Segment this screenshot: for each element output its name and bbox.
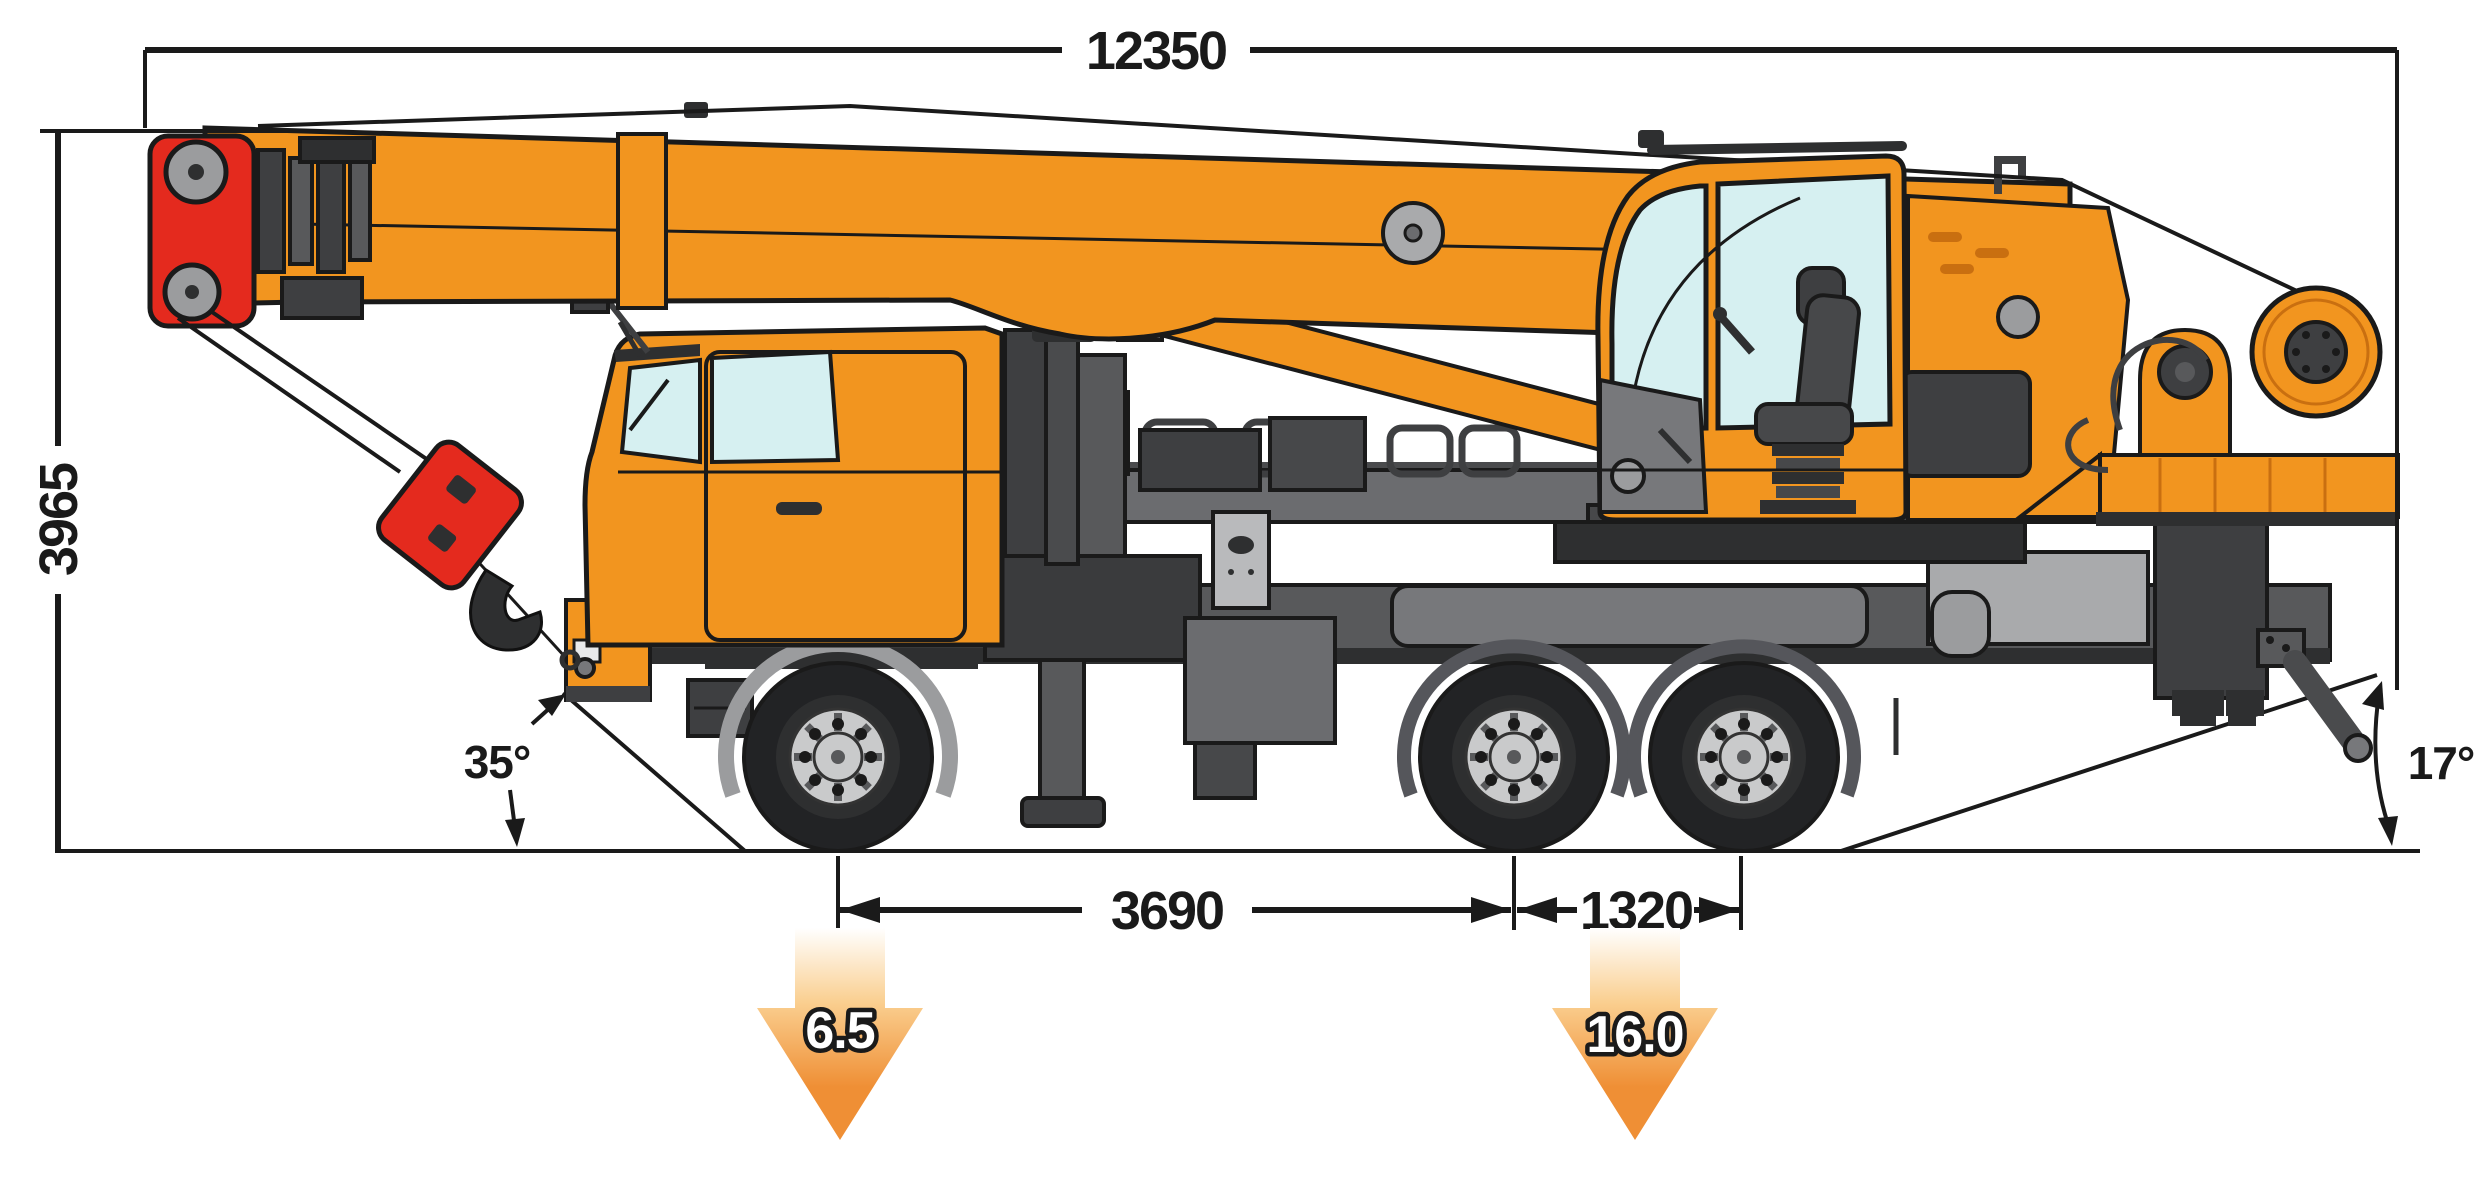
front-bumper: [564, 598, 652, 702]
front-wheel: [744, 663, 932, 851]
down-arrow-icon: [1552, 928, 1718, 1140]
dimension-overall-length: 12350: [143, 21, 2399, 690]
crane-cab: [1595, 130, 1909, 523]
hook-icon: [469, 567, 543, 652]
winch-assembly: [2014, 285, 2400, 526]
pedestal-case: [1898, 370, 2032, 478]
joystick: [1719, 315, 1755, 355]
rear-fender: [1390, 584, 1869, 648]
rear-arch-2: [1627, 639, 1861, 798]
windshield: [619, 357, 702, 465]
fuel-tank: [1183, 616, 1337, 745]
front-axle-load-label: 6.5: [805, 1002, 874, 1060]
control-cabinet: [1211, 510, 1271, 610]
boom-collar: [616, 132, 668, 310]
door-handle: [776, 502, 822, 515]
departure-angle-line: [1840, 673, 2378, 853]
approach-angle-annotation: 35°: [464, 694, 566, 847]
overall-length-label: 12350: [1086, 21, 1226, 81]
rear-axle-load-label: 16.0: [1586, 1006, 1683, 1064]
door-window: [710, 349, 841, 465]
down-arrow-icon: [757, 928, 923, 1140]
front-axle-load-arrow: 6.5: [757, 928, 923, 1140]
overall-height-label: 3965: [29, 463, 89, 576]
dimension-overall-height: 3965: [29, 129, 312, 851]
roof-rail: [1647, 141, 1907, 155]
rear-wheel-1: [1420, 663, 1608, 851]
approach-angle-line: [561, 691, 747, 853]
operator-seat: [1754, 266, 1861, 514]
rear-axle-load-arrow: 16.0: [1552, 928, 1718, 1140]
approach-angle-label: 35°: [464, 736, 531, 788]
wheelbase-label: 3690: [1111, 881, 1223, 941]
cab-front-window: [1609, 183, 1709, 433]
rear-wheel-2: [1650, 663, 1838, 851]
truck-cab: [570, 284, 1005, 648]
front-outrigger: [983, 554, 1202, 828]
rear-toolbox: [1926, 550, 2150, 658]
rear-arch-1: [1397, 639, 1631, 798]
rear-outrigger: [2153, 518, 2269, 726]
cab-door: [704, 350, 967, 642]
cable-guide-plates: [256, 136, 376, 320]
departure-angle-label: 17°: [2408, 737, 2475, 789]
hook-block: [376, 439, 543, 652]
departure-angle-annotation: 17°: [2362, 681, 2475, 846]
boom-head: [147, 133, 376, 329]
hoist-cable: [176, 103, 2317, 671]
tow-hitch-rod: [2283, 650, 2373, 763]
wiper: [628, 378, 670, 432]
